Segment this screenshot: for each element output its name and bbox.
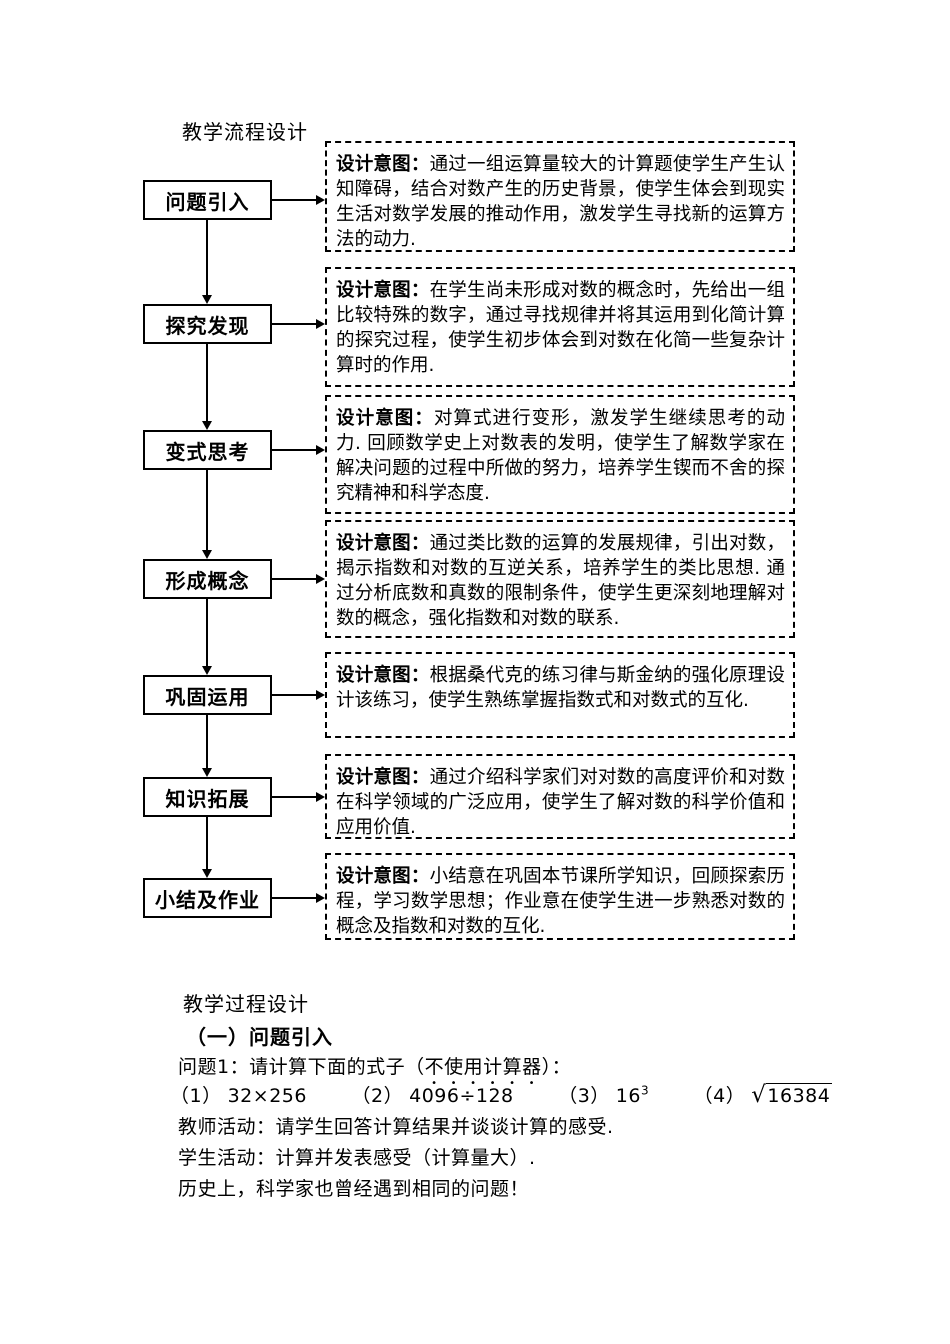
- expressions-line: （1）32×256 （2）4096÷128 （3）163 （4）√16384: [170, 1081, 870, 1108]
- stage-label: 形成概念: [165, 568, 250, 593]
- design-intent-box-2: 设计意图：在学生尚未形成对数的概念时，先给出一组比较特殊的数字，通过寻找规律并将…: [325, 267, 795, 387]
- flow-stage-variant-thinking: 变式思考: [143, 430, 272, 470]
- expression-3-base: 16: [615, 1085, 641, 1107]
- expression-3-exponent: 3: [640, 1083, 650, 1098]
- down-arrow-icon: [202, 220, 212, 304]
- expression-4: （4）√16384: [694, 1081, 833, 1108]
- flow-stage-knowledge-extend: 知识拓展: [143, 777, 272, 817]
- down-arrow-icon: [202, 815, 212, 878]
- expression-3-label: （3）: [558, 1085, 610, 1107]
- intent-label: 设计意图：: [336, 767, 430, 788]
- intent-text: 根据桑代克的练习律与斯金纳的强化原理设计该练习，使学生熟练掌握指数式和对数式的互…: [336, 665, 785, 711]
- intent-label: 设计意图：: [336, 665, 430, 686]
- design-intent-box-7: 设计意图：小结意在巩固本节课所学知识，回顾探索历程，学习数学思想；作业意在使学生…: [325, 853, 795, 940]
- down-arrow-icon: [202, 468, 212, 559]
- question-prefix: 问题1：请计算下面的式子（: [178, 1056, 425, 1078]
- intent-text: 通过一组运算量较大的计算题使学生产生认知障碍，结合对数产生的历史背景，使学生体会…: [336, 154, 785, 250]
- intent-label: 设计意图：: [336, 280, 430, 301]
- square-root-icon: √: [751, 1082, 767, 1108]
- flow-stage-summary-homework: 小结及作业: [143, 878, 272, 918]
- intent-text: 小结意在巩固本节课所学知识，回顾探索历程，学习数学思想；作业意在使学生进一步熟悉…: [336, 866, 785, 937]
- stage-label: 探究发现: [165, 313, 250, 338]
- flow-stage-explore-discover: 探究发现: [143, 304, 272, 344]
- flow-diagram-title: 教学流程设计: [182, 120, 308, 144]
- expression-4-label: （4）: [693, 1085, 746, 1107]
- stage-label: 问题引入: [165, 189, 250, 214]
- stage-label: 知识拓展: [165, 786, 250, 811]
- question-suffix: ）：: [541, 1056, 572, 1078]
- expression-4-radicand: 16384: [766, 1083, 833, 1107]
- right-arrow-icon: [272, 792, 325, 802]
- question-emphasized-text: 不使用计算器: [424, 1056, 542, 1078]
- design-intent-box-4: 设计意图：通过类比数的运算的发展规律，引出对数，揭示指数和对数的互逆关系，培养学…: [325, 520, 795, 638]
- right-arrow-icon: [272, 445, 325, 455]
- down-arrow-icon: [202, 598, 212, 675]
- expression-2-value: 4096÷128: [409, 1085, 514, 1107]
- intent-text: 在学生尚未形成对数的概念时，先给出一组比较特殊的数字，通过寻找规律并将其运用到化…: [336, 280, 785, 376]
- right-arrow-icon: [272, 319, 325, 329]
- flow-stage-consolidate-apply: 巩固运用: [143, 675, 272, 715]
- design-intent-box-1: 设计意图：通过一组运算量较大的计算题使学生产生认知障碍，结合对数产生的历史背景，…: [325, 141, 795, 252]
- stage-label: 变式思考: [165, 439, 250, 464]
- section-heading-problem-intro: （一）问题引入: [186, 1025, 333, 1049]
- intent-text: 通过类比数的运算的发展规律，引出对数，揭示指数和对数的互逆关系，培养学生的类比思…: [336, 533, 785, 629]
- right-arrow-icon: [272, 690, 325, 700]
- expression-1-label: （1）: [170, 1085, 222, 1107]
- intent-label: 设计意图：: [336, 154, 430, 175]
- intent-text: 对算式进行变形，激发学生继续思考的动力. 回顾数学史上对数表的发明，使学生了解数…: [336, 408, 785, 504]
- expression-2-label: （2）: [351, 1085, 404, 1107]
- down-arrow-icon: [202, 342, 212, 430]
- stage-label: 小结及作业: [155, 887, 260, 912]
- intent-label: 设计意图：: [336, 866, 430, 887]
- teacher-activity-line: 教师活动：请学生回答计算结果并谈谈计算的感受.: [178, 1116, 614, 1138]
- process-title: 教学过程设计: [183, 992, 309, 1016]
- expression-1-value: 32×256: [227, 1085, 307, 1107]
- design-intent-box-5: 设计意图：根据桑代克的练习律与斯金纳的强化原理设计该练习，使学生熟练掌握指数式和…: [325, 652, 795, 738]
- right-arrow-icon: [272, 574, 325, 584]
- intent-text: 通过介绍科学家们对对数的高度评价和对数在科学领域的广泛应用，使学生了解对数的科学…: [336, 767, 785, 838]
- expression-3: （3）163: [558, 1081, 649, 1108]
- down-arrow-icon: [202, 713, 212, 777]
- intent-label: 设计意图：: [336, 408, 434, 429]
- expression-1: （1）32×256: [170, 1081, 307, 1108]
- student-activity-line: 学生活动：计算并发表感受（计算量大）.: [178, 1147, 536, 1169]
- design-intent-box-3: 设计意图：对算式进行变形，激发学生继续思考的动力. 回顾数学史上对数表的发明，使…: [325, 395, 795, 514]
- intent-label: 设计意图：: [336, 533, 430, 554]
- flow-stage-problem-intro: 问题引入: [143, 180, 272, 220]
- expression-2: （2）4096÷128: [352, 1081, 514, 1108]
- design-intent-box-6: 设计意图：通过介绍科学家们对对数的高度评价和对数在科学领域的广泛应用，使学生了解…: [325, 754, 795, 839]
- flow-stage-form-concept: 形成概念: [143, 559, 272, 599]
- stage-label: 巩固运用: [165, 684, 250, 709]
- question-line: 问题1：请计算下面的式子（不使用计算器）：: [178, 1052, 571, 1089]
- history-remark-line: 历史上，科学家也曾经遇到相同的问题！: [178, 1178, 530, 1200]
- right-arrow-icon: [272, 893, 325, 903]
- right-arrow-icon: [272, 195, 325, 205]
